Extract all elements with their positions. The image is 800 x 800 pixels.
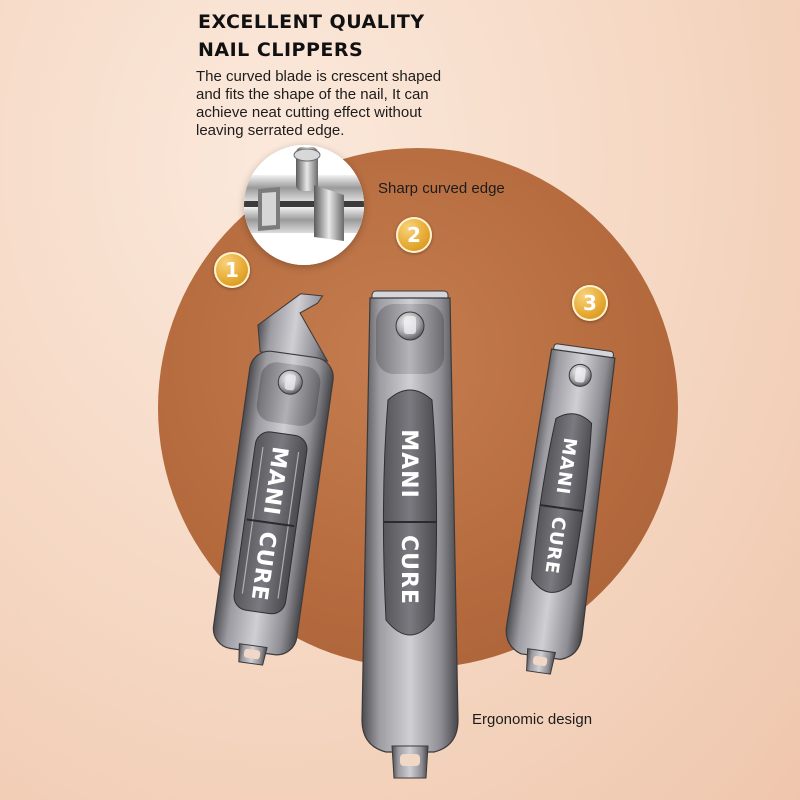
- clipper-2-brand-top: MANI: [396, 429, 421, 499]
- blade-closeup-image: [244, 145, 364, 265]
- number-badge-3: 3: [572, 285, 608, 321]
- headline: EXCELLENT QUALITY NAIL CLIPPERS: [198, 8, 425, 64]
- callout-sharp-curved-edge: Sharp curved edge: [378, 180, 505, 197]
- blade-zoom-inset: [244, 145, 364, 265]
- description-line-2: and fits the shape of the nail, It can: [196, 86, 429, 103]
- headline-line-1: EXCELLENT QUALITY: [198, 11, 425, 33]
- callout-ergonomic-design: Ergonomic design: [472, 711, 593, 728]
- headline-line-2: NAIL CLIPPERS: [198, 39, 364, 61]
- description-line-3: achieve neat cutting effect without: [196, 104, 422, 121]
- description: The curved blade is crescent shaped and …: [196, 68, 496, 140]
- description-line-4: leaving serrated edge.: [196, 122, 345, 139]
- clipper-2-brand-bottom: CURE: [396, 535, 421, 605]
- number-badge-1: 1: [214, 252, 250, 288]
- description-line-1: The curved blade is crescent shaped: [196, 68, 442, 85]
- number-badge-2: 2: [396, 217, 432, 253]
